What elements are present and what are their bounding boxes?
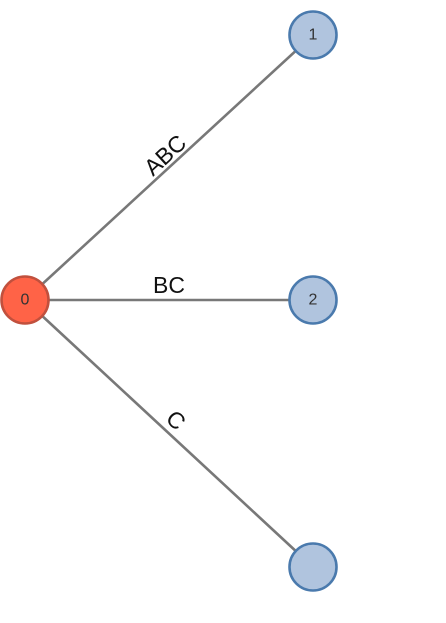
node-3-circle — [288, 542, 338, 592]
node-1-label: 1 — [309, 27, 318, 44]
edge-0-1 — [23, 33, 315, 302]
edge-0-3 — [23, 298, 315, 569]
node-2-circle — [288, 275, 338, 325]
node-1-circle — [288, 10, 338, 60]
node-2: 2 — [288, 275, 338, 325]
node-root: 0 — [0, 275, 50, 325]
node-root-circle — [0, 275, 50, 325]
node-2-label: 2 — [309, 292, 318, 309]
node-root-label: 0 — [21, 292, 30, 309]
edge-label-bc: BC — [153, 272, 185, 298]
node-3 — [288, 542, 338, 592]
node-1: 1 — [288, 10, 338, 60]
